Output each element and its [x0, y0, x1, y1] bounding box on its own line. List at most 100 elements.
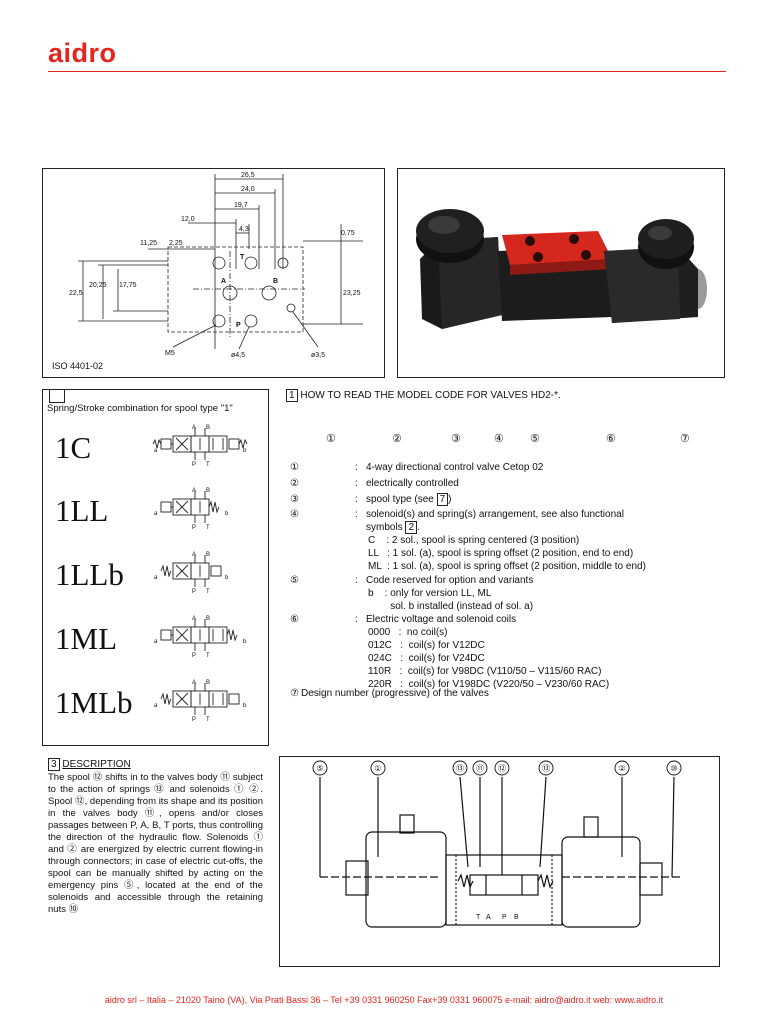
symbol-sol-b: b — [243, 448, 247, 454]
legend-text: 4-way directional control valve Cetop 02 — [366, 462, 544, 473]
legend-colon: : — [355, 614, 358, 625]
hole-d45-label: ø4,5 — [231, 352, 245, 359]
legend-key: ⑥ — [290, 614, 299, 625]
symbol-port-t: T — [206, 589, 210, 595]
dim-12-0: 12,0 — [181, 216, 195, 223]
legend-key: ⑤ — [290, 575, 299, 586]
dimension-drawing-panel: 26,5 24,0 19,7 12,0 4,3 11,25 2,25 0,75 … — [42, 168, 385, 378]
symbol-sol-a: a — [154, 511, 158, 517]
legend-text: spool type (see 7) — [366, 493, 452, 506]
dim-4-3: 4,3 — [239, 226, 249, 233]
model-code-heading: 1 HOW TO READ THE MODEL CODE FOR VALVES … — [286, 389, 561, 402]
legend-key: ④ — [290, 509, 299, 520]
symbol-port-p: P — [192, 525, 196, 531]
port-b-label: B — [273, 278, 278, 285]
footer-contact: aidro srl – Italia – 21020 Taino (VA), V… — [104, 995, 664, 1005]
callout-11: ⑪ — [476, 764, 484, 773]
dim-22-5: 22,5 — [69, 290, 83, 297]
symbol-sol-b: b — [225, 575, 229, 581]
callout-10: ⑩ — [670, 764, 677, 773]
symbol-sol-b: b — [225, 511, 229, 517]
symbol-sol-b: b — [243, 639, 247, 645]
symbol-port-t: T — [206, 525, 210, 531]
model-code-title: HOW TO READ THE MODEL CODE FOR VALVES HD… — [300, 390, 561, 401]
code-position-2: ② — [392, 433, 402, 445]
symbol-port-p: P — [192, 462, 196, 468]
symbol-port-a: A — [192, 488, 196, 494]
hole-m5-label: M5 — [165, 350, 175, 357]
dim-24-0: 24,0 — [241, 186, 255, 193]
section-port-p: P — [502, 914, 507, 921]
dim-20-25: 20,25 — [89, 282, 107, 289]
section-number-box-empty — [49, 390, 65, 403]
dim-26-5: 26,5 — [241, 172, 255, 179]
symbol-sol-a: a — [154, 639, 158, 645]
valve-photo — [416, 209, 707, 329]
symbol-sol-a: a — [154, 575, 158, 581]
spool-code-1llb: 1LLb — [55, 557, 124, 592]
legend-key: ② — [290, 478, 299, 489]
symbol-port-t: T — [206, 653, 210, 659]
symbol-port-b: B — [206, 616, 210, 622]
spool-code-1c: 1C — [55, 430, 92, 465]
callout-5: ⑤ — [316, 764, 323, 773]
product-photo-panel — [397, 168, 725, 378]
hole-d35-label: ø3,5 — [311, 352, 325, 359]
section-number-3: 3 — [48, 758, 60, 771]
symbol-port-p: P — [192, 653, 196, 659]
code-position-7: ⑦ — [680, 433, 690, 445]
symbol-port-t: T — [206, 717, 210, 723]
dim-19-7: 19,7 — [234, 202, 248, 209]
legend-text: Design number (progressive) of the valve… — [301, 688, 489, 699]
port-a-label: A — [221, 278, 226, 285]
valve-section-drawing: ⑤ ① ⑬ ⑪ ⑫ ⑬ ② ⑩ T A P B — [312, 760, 682, 928]
callout-2: ② — [618, 764, 625, 773]
dim-11-25: 11,25 — [140, 240, 157, 247]
company-logo: aidro — [48, 38, 117, 68]
symbol-port-a: A — [192, 616, 196, 622]
symbol-port-b: B — [206, 552, 210, 558]
header-divider — [48, 71, 726, 72]
callout-13-right: ⑬ — [542, 764, 550, 773]
code-position-1: ① — [326, 433, 336, 445]
dim-0-75: 0,75 — [341, 230, 355, 237]
symbol-port-p: P — [192, 589, 196, 595]
dim-17-75: 17,75 — [119, 282, 137, 289]
symbol-port-b: B — [206, 425, 210, 431]
spool-panel-heading: Spring/Stroke combination for spool type… — [47, 403, 233, 414]
legend-key: ① — [290, 462, 299, 473]
spool-code-1mlb: 1MLb — [55, 685, 133, 720]
dim-2-25: 2,25 — [169, 240, 183, 247]
callout-13-left: ⑬ — [456, 764, 464, 773]
section-port-t: T — [476, 914, 481, 921]
spool-symbol-1llb: A B P Ta b — [154, 552, 229, 595]
symbol-port-a: A — [192, 680, 196, 686]
iso-caption: ISO 4401-02 — [52, 361, 104, 371]
legend-colon: : — [355, 478, 358, 489]
callout-12: ⑫ — [498, 764, 506, 773]
legend-text: solenoid(s) and spring(s) arrangement, s… — [366, 509, 646, 572]
symbol-port-b: B — [206, 680, 210, 686]
description-title: DESCRIPTION — [62, 759, 131, 770]
code-position-4: ④ — [494, 433, 504, 445]
symbol-port-t: T — [206, 462, 210, 468]
spool-code-1ml: 1ML — [55, 621, 117, 656]
legend-colon: : — [355, 462, 358, 473]
symbol-sol-a: a — [154, 448, 158, 454]
symbol-port-a: A — [192, 552, 196, 558]
port-t-label: T — [240, 254, 245, 261]
section-port-b: B — [514, 914, 519, 921]
legend-colon: : — [355, 509, 358, 520]
code-position-6: ⑥ — [606, 433, 616, 445]
description-heading: 3 DESCRIPTION — [48, 758, 131, 771]
dim-23-25: 23,25 — [343, 290, 361, 297]
legend-colon: : — [355, 575, 358, 586]
code-position-5: ⑤ — [530, 433, 540, 445]
spool-combination-panel: Spring/Stroke combination for spool type… — [42, 389, 269, 746]
callout-1: ① — [374, 764, 381, 773]
